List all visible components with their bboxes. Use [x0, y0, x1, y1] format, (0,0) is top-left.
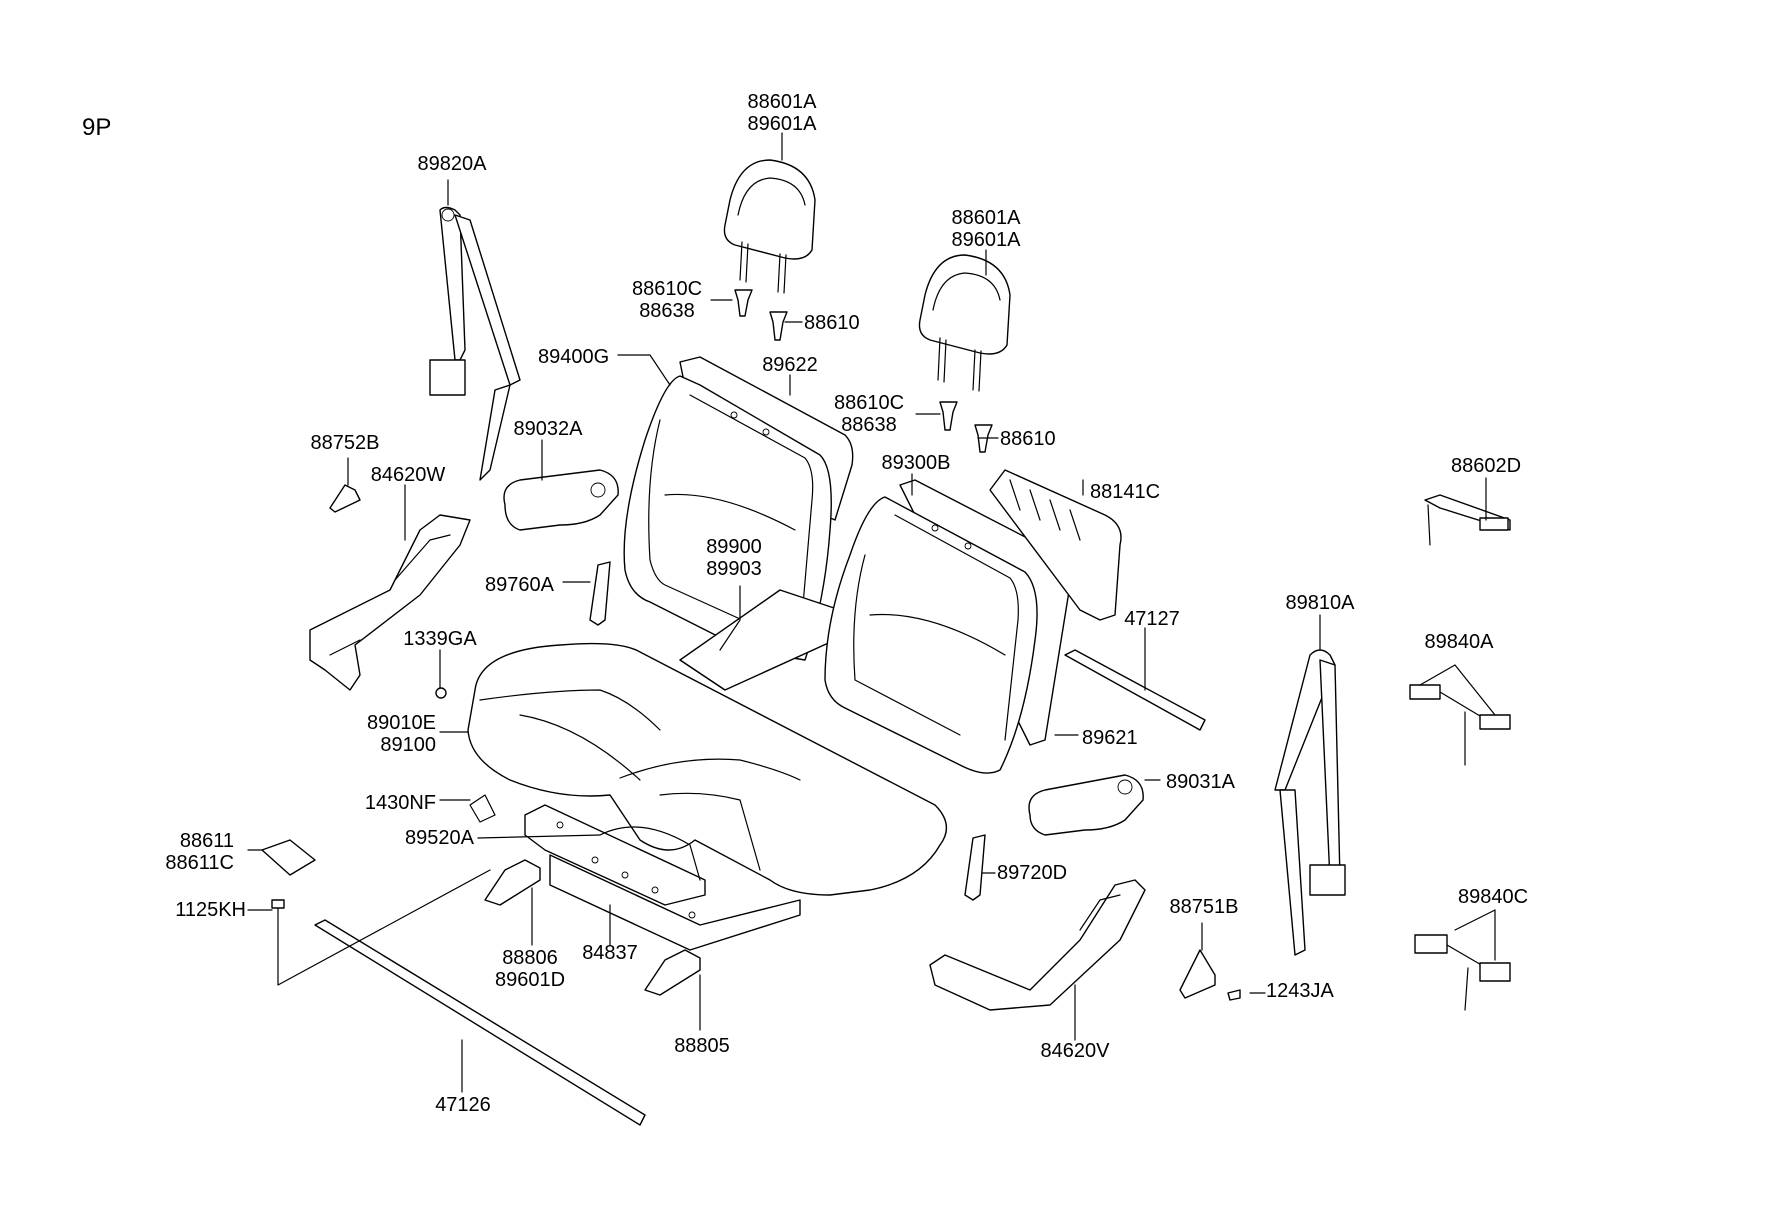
- label-88752B: 88752B: [310, 432, 380, 454]
- label-47127: 47127: [1124, 608, 1180, 630]
- label-89720D: 89720D: [997, 862, 1068, 884]
- buckle-89840A: [1409, 684, 1511, 766]
- label-88610-right: 88610: [1000, 428, 1056, 450]
- headrest-guides: [734, 289, 993, 453]
- label-89840A: 89840A: [1424, 631, 1494, 653]
- label-89810A: 89810A: [1285, 592, 1355, 614]
- left-headrest: [723, 159, 816, 294]
- label-89300B: 89300B: [881, 452, 951, 474]
- left-armrest-cover: [503, 469, 619, 531]
- clip-88751B: [1179, 949, 1216, 999]
- label-88610-left: 88610: [804, 312, 860, 334]
- label-1339GA: 1339GA: [403, 628, 477, 650]
- lever-89760A: [589, 561, 611, 626]
- belt-88602D: [1424, 494, 1511, 546]
- label-84620W: 84620W: [370, 464, 446, 486]
- left-side-shield: [309, 514, 471, 691]
- small-clip-88752B: [329, 484, 361, 513]
- frame-88141C: [989, 469, 1122, 621]
- label-89400G: 89400G: [538, 346, 610, 368]
- buckle-89840C: [1414, 934, 1511, 1011]
- right-headrest: [918, 254, 1011, 392]
- right-seat-belt: [1274, 649, 1346, 956]
- label-1125KH: 1125KH: [175, 899, 246, 921]
- label-88751B: 88751B: [1169, 896, 1239, 918]
- pad-88611: [261, 839, 316, 876]
- label-1430NF: 1430NF: [364, 792, 436, 814]
- label-89520A: 89520A: [405, 827, 474, 849]
- label-89840C: 89840C: [1457, 886, 1529, 908]
- nut-1339GA: [435, 687, 447, 699]
- label-88141C: 88141C: [1090, 481, 1161, 503]
- clip-1430NF: [469, 794, 496, 823]
- label-89760A: 89760A: [485, 574, 554, 596]
- label-84620V: 84620V: [1040, 1040, 1110, 1062]
- left-seatback: [623, 375, 832, 661]
- page-id: 9P: [82, 114, 112, 141]
- screw-1243JA: [1227, 989, 1241, 1001]
- label-84837: 84837: [582, 942, 638, 964]
- lever-89720D: [964, 834, 986, 901]
- label-88805: 88805: [674, 1035, 730, 1057]
- seat-frame: [484, 804, 801, 996]
- label-47126: 47126: [435, 1094, 491, 1116]
- label-1243JA: 1243JA: [1266, 980, 1334, 1002]
- label-88602D: 88602D: [1450, 455, 1522, 477]
- left-seat-belt: [429, 206, 521, 481]
- label-89820A: 89820A: [417, 153, 487, 175]
- right-side-shield: [929, 879, 1146, 1011]
- label-89622: 89622: [762, 354, 818, 376]
- sill-trim-47127: [1064, 649, 1206, 731]
- label-89621: 89621: [1082, 727, 1138, 749]
- right-seatback: [824, 496, 1038, 774]
- label-89032A: 89032A: [513, 418, 583, 440]
- right-armrest-cover: [1028, 774, 1144, 836]
- bolt-1125KH: [271, 899, 285, 936]
- seat-cushion: [467, 642, 948, 896]
- leader-lines: [247, 132, 1496, 1093]
- sill-trim-47126: [314, 919, 646, 1126]
- label-89031A: 89031A: [1166, 771, 1235, 793]
